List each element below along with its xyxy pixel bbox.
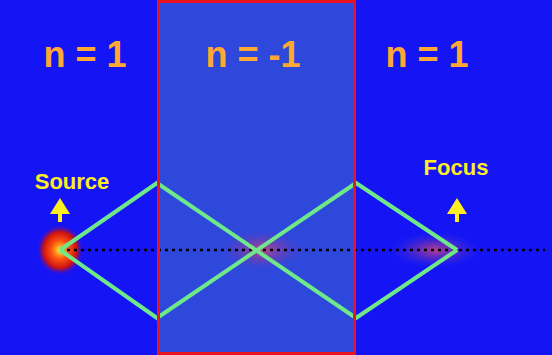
index-label: n = -1 [205, 35, 300, 75]
slab-region: n = -1 [157, 0, 356, 355]
point-label: Focus [424, 156, 489, 180]
source-arrow [50, 198, 70, 214]
slab-fill [157, 0, 356, 355]
ray [60, 183, 457, 318]
index-label: n = 1 [43, 35, 126, 75]
optical-axis [60, 249, 545, 252]
ray [60, 183, 457, 318]
index-label: n = 1 [385, 35, 468, 75]
focus-arrow [447, 198, 467, 214]
point-label: Source [35, 170, 110, 194]
